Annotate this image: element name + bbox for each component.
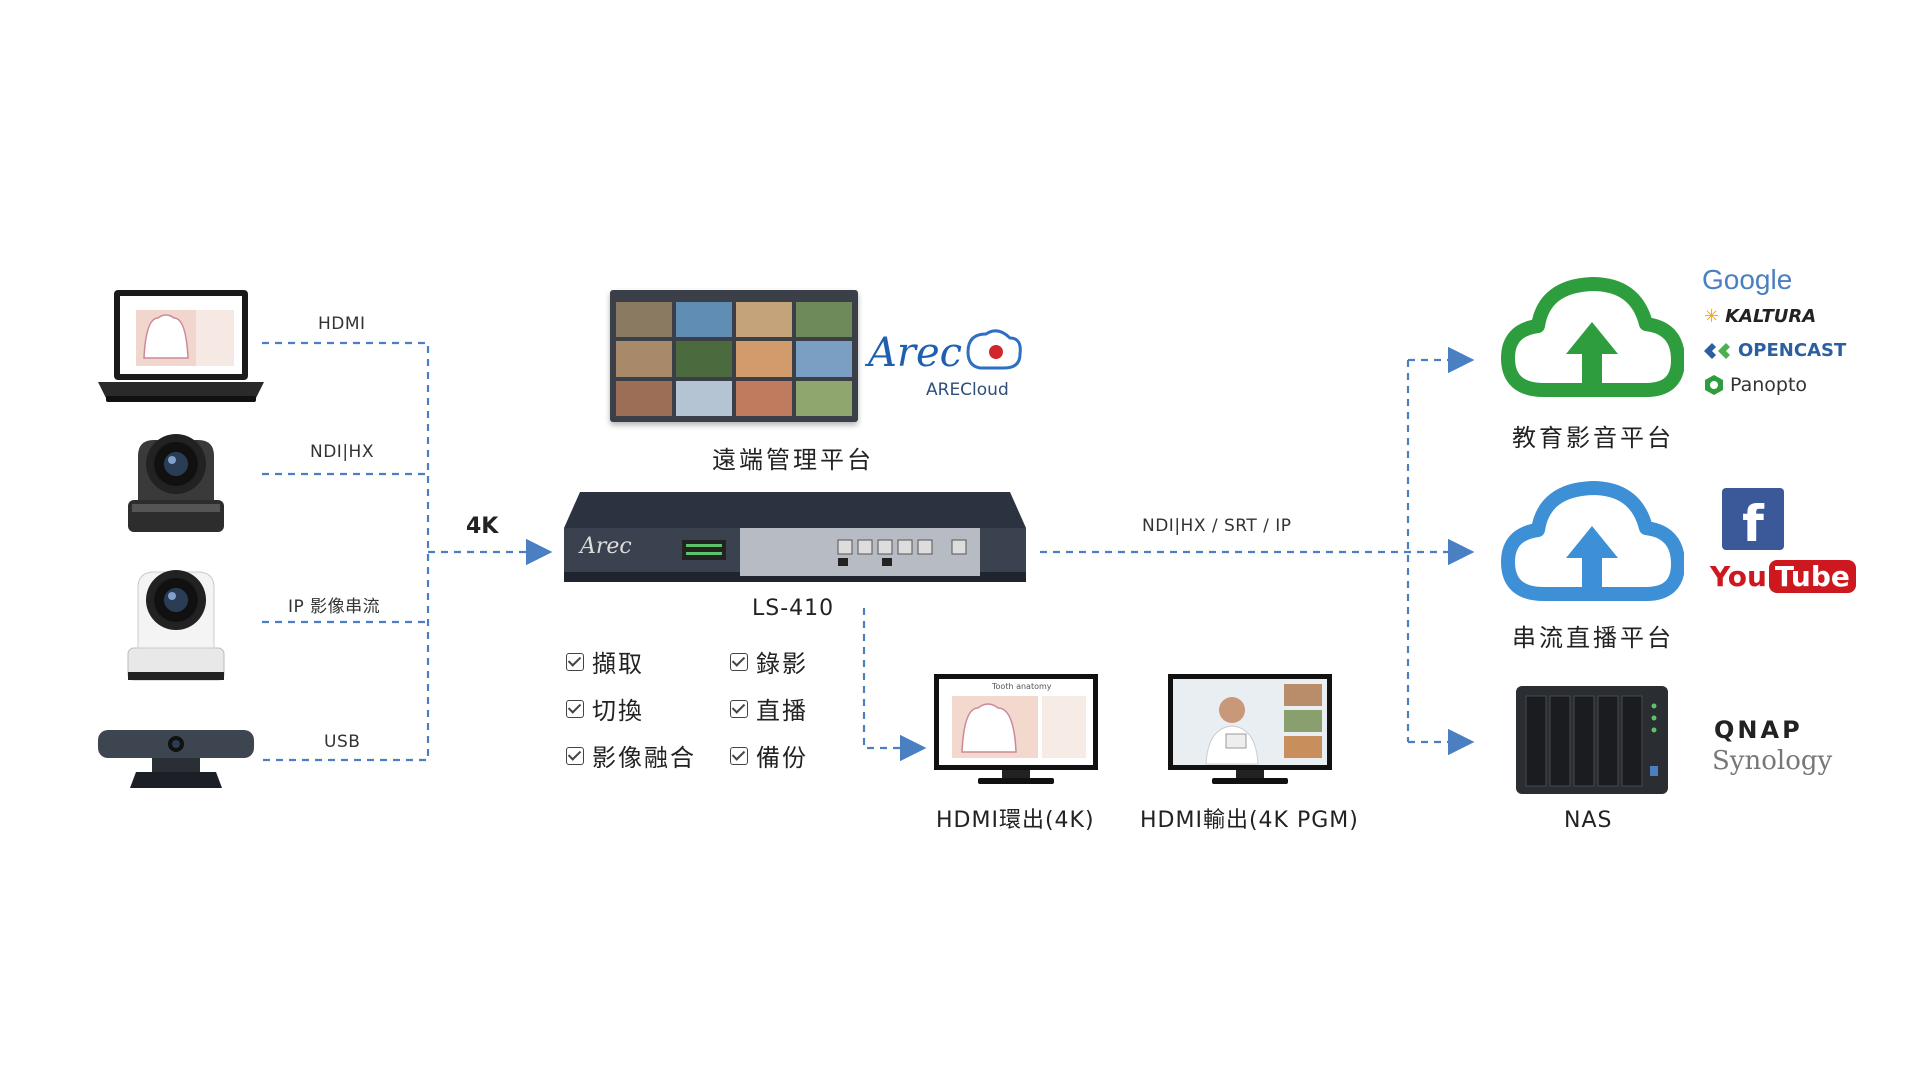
usb-label: USB: [324, 732, 361, 752]
device-logo-text: Arec: [580, 534, 632, 559]
remote-platform-label: 遠端管理平台: [712, 446, 874, 474]
facebook-logo-text: f: [1742, 495, 1764, 550]
hdmi-loop-label: HDMI環出(4K): [936, 808, 1095, 833]
hdmi-out-label: HDMI輸出(4K PGM): [1140, 808, 1359, 833]
feature-item: 切換: [566, 691, 730, 726]
panopto-logo: Panopto: [1704, 374, 1807, 396]
google-logo: Google: [1702, 264, 1792, 296]
checkbox-icon: [566, 746, 584, 765]
nas-label: NAS: [1564, 808, 1613, 833]
monitor-title: Tooth anatomy: [992, 682, 1052, 691]
hdmi-loop-monitor-icon: Tooth anatomy: [932, 672, 1100, 790]
youtube-you-text: You: [1710, 560, 1767, 593]
panopto-hex-icon: [1705, 375, 1723, 395]
stream-protocol-label: NDI|HX / SRT / IP: [1142, 516, 1292, 536]
hdmi-line: [262, 341, 430, 762]
ls410-device-icon: Arec: [560, 488, 1030, 592]
arecloud-logo: Arec ARECloud: [864, 322, 1024, 402]
ndi-label: NDI|HX: [310, 442, 374, 462]
live-platform-label: 串流直播平台: [1512, 624, 1674, 652]
feature-item: 擷取: [566, 644, 730, 679]
feature-item: 錄影: [730, 644, 850, 679]
ip-stream-label: IP 影像串流: [288, 597, 381, 617]
live-cloud-upload-icon: [1500, 476, 1685, 610]
opencast-chevron-icon: [1704, 342, 1730, 359]
feature-item: 影像融合: [566, 738, 730, 773]
arecloud-label: ARECloud: [926, 380, 1009, 400]
panopto-logo-text: Panopto: [1730, 374, 1808, 396]
hdmi-label: HDMI: [318, 314, 366, 334]
kaltura-star-icon: ✳: [1704, 306, 1720, 327]
feature-item: 備份: [730, 738, 850, 773]
google-logo-text: Google: [1702, 264, 1793, 295]
hdmi-loop-line: [862, 608, 927, 762]
device-name-label: LS-410: [752, 596, 835, 621]
youtube-tube-text: Tube: [1768, 560, 1856, 593]
usb-camera-icon: [96, 726, 256, 796]
feature-checklist: 擷取 錄影 切換 直播 影像融合 備份: [566, 644, 850, 773]
hdmi-out-monitor-icon: [1166, 672, 1334, 790]
facebook-logo: f: [1722, 488, 1784, 550]
checkbox-icon: [730, 746, 748, 765]
opencast-logo-text: OPENCAST: [1738, 340, 1847, 361]
checkbox-icon: [566, 652, 584, 671]
remote-management-screen: [610, 290, 858, 422]
kaltura-logo-text: KALTURA: [1725, 306, 1817, 327]
kaltura-logo: ✳ KALTURA: [1704, 306, 1816, 327]
checkbox-icon: [566, 699, 584, 718]
synology-logo: Synology: [1712, 746, 1833, 776]
laptop-icon: [96, 288, 266, 410]
youtube-logo: You Tube: [1710, 560, 1856, 593]
qnap-logo: QNAP: [1714, 716, 1803, 744]
ptz-camera-white-icon: [124, 552, 228, 688]
resolution-label: 4K: [466, 514, 499, 539]
checkbox-icon: [730, 652, 748, 671]
feature-item: 直播: [730, 691, 850, 726]
edu-platform-label: 教育影音平台: [1512, 424, 1674, 452]
nas-device-icon: [1514, 684, 1670, 802]
opencast-logo: OPENCAST: [1702, 340, 1846, 361]
checkbox-icon: [730, 699, 748, 718]
arecloud-logo-text: Arec: [868, 330, 963, 376]
ptz-camera-black-icon: [124, 420, 228, 540]
edu-cloud-upload-icon: [1500, 272, 1685, 406]
